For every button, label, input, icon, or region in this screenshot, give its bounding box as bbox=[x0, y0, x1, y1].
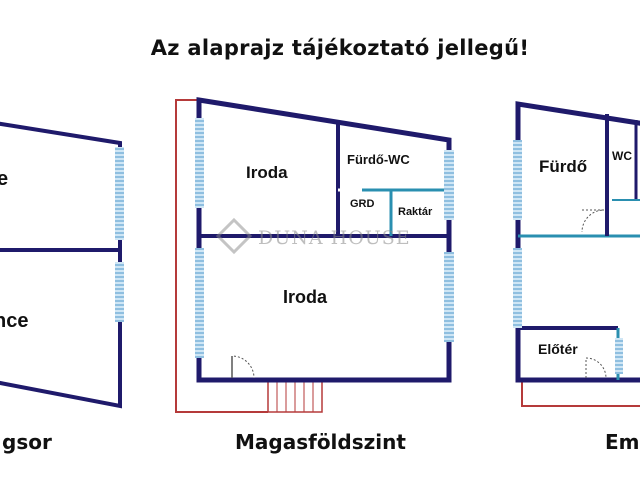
room-label: WC bbox=[612, 149, 632, 163]
floor-plan-middle: Iroda Fürdő-WC GRD Raktár Iroda bbox=[175, 97, 454, 413]
room-label: Fürdő-WC bbox=[347, 152, 410, 167]
window bbox=[513, 140, 522, 220]
window bbox=[444, 252, 454, 342]
window bbox=[444, 150, 454, 220]
outer-wall bbox=[515, 101, 640, 383]
door bbox=[585, 357, 607, 379]
watermark-logo-icon bbox=[215, 217, 253, 255]
room-label: Iroda bbox=[246, 163, 288, 182]
terrace-outline bbox=[521, 380, 640, 407]
floor-plan-right: Fürdő WC Előtér bbox=[513, 101, 640, 407]
floor-caption-right: Em bbox=[605, 430, 640, 454]
watermark: DUNA HOUSE bbox=[215, 217, 411, 255]
room-label: e bbox=[0, 168, 8, 190]
window bbox=[115, 262, 124, 322]
window bbox=[513, 248, 522, 328]
floor-caption-middle: Magasföldszint bbox=[235, 430, 406, 454]
room-label: GRD bbox=[350, 198, 375, 210]
room-label: Előtér bbox=[538, 341, 578, 357]
terrace-outline bbox=[175, 99, 268, 413]
room-label: Fürdő bbox=[539, 157, 587, 176]
entrance-door bbox=[231, 355, 255, 379]
door bbox=[581, 209, 605, 233]
plan-notice-title: Az alaprajz tájékoztató jellegű! bbox=[150, 36, 530, 60]
room-label: Raktár bbox=[398, 206, 433, 218]
window bbox=[615, 338, 623, 374]
window bbox=[195, 118, 204, 208]
room-label: Iroda bbox=[283, 287, 328, 307]
floor-caption-left: gsor bbox=[2, 430, 52, 454]
outer-wall bbox=[0, 121, 122, 409]
window bbox=[115, 147, 124, 240]
floor-plan-left: e nce bbox=[0, 121, 124, 409]
window bbox=[195, 248, 204, 358]
room-label: nce bbox=[0, 310, 28, 332]
watermark-text: DUNA HOUSE bbox=[258, 227, 411, 249]
